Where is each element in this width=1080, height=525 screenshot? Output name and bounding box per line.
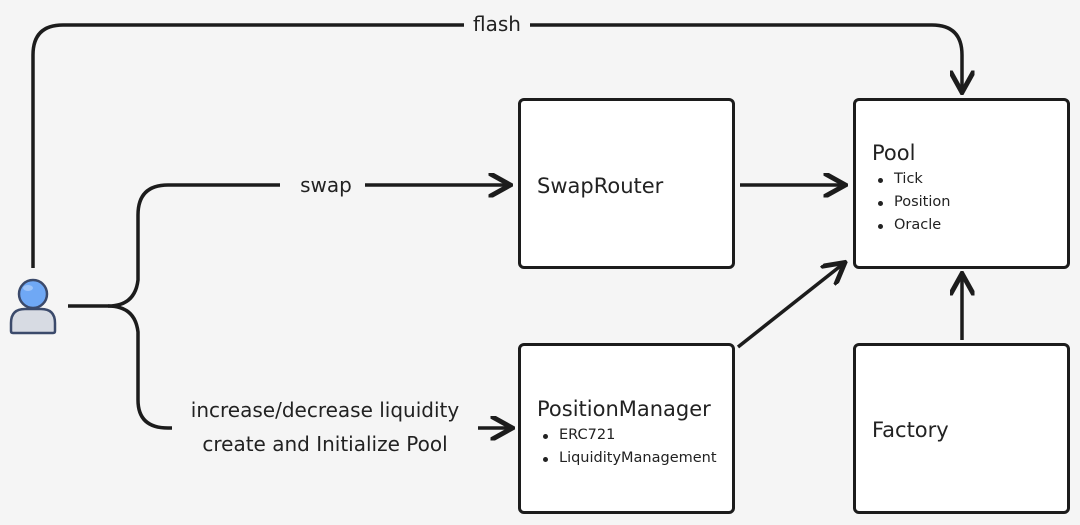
swaprouter-box: SwapRouter [518,98,735,269]
positionmanager-item-erc721: ERC721 [541,424,717,447]
pool-item-oracle: Oracle [876,214,950,237]
liquidity-label-line2: create and Initialize Pool [176,432,474,456]
liquidity-label-line1: increase/decrease liquidity [176,398,474,422]
pool-item-position: Position [876,191,950,214]
positionmanager-title: PositionManager [537,397,711,421]
pool-title: Pool [872,141,916,165]
flash-arrow [31,23,962,268]
user-branch-lower [107,304,172,430]
user-branch-stem [68,183,280,308]
manager-to-pool-arrow [736,264,843,349]
pool-item-tick: Tick [876,168,950,191]
positionmanager-item-liquiditymanagement: LiquidityManagement [541,447,717,470]
positionmanager-box: PositionManager ERC721 LiquidityManageme… [518,343,735,514]
swap-label: swap [288,173,364,197]
flash-label: flash [464,12,530,36]
factory-title: Factory [872,418,949,442]
user-icon [9,278,57,335]
swaprouter-title: SwapRouter [537,174,664,198]
pool-box: Pool Tick Position Oracle [853,98,1070,269]
factory-box: Factory [853,343,1070,514]
positionmanager-items: ERC721 LiquidityManagement [541,424,717,470]
pool-items: Tick Position Oracle [876,168,950,237]
